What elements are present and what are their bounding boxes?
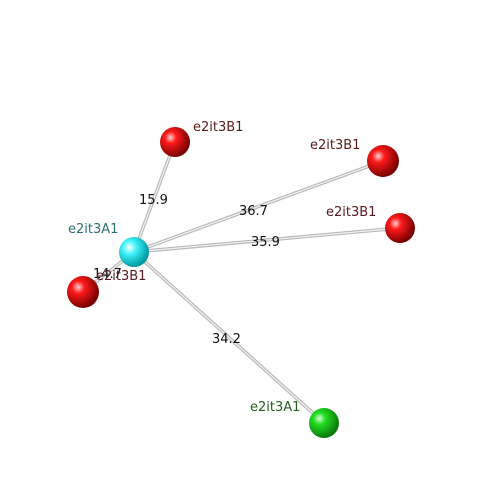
edge-center-to-red-top xyxy=(132,140,177,254)
edge-label-red-top: 15.9 xyxy=(139,193,168,208)
node-label-green-bottom: e2it3A1 xyxy=(250,400,300,415)
node-label-red-left: e2it3B1 xyxy=(96,269,146,284)
edge-center-to-green-bottom xyxy=(132,250,326,425)
node-red-upper-right[interactable] xyxy=(367,145,399,177)
edge-label-red-upper-right: 36.7 xyxy=(239,204,268,219)
edge-shine xyxy=(133,160,384,253)
node-red-right[interactable] xyxy=(385,213,415,243)
node-center[interactable] xyxy=(119,237,149,267)
node-label-red-top: e2it3B1 xyxy=(193,120,243,135)
nodes xyxy=(67,127,415,438)
node-green-bottom[interactable] xyxy=(309,408,339,438)
node-label-center: e2it3A1 xyxy=(68,222,118,237)
node-label-red-upper-right: e2it3B1 xyxy=(310,138,360,153)
edge-center-to-red-right xyxy=(132,226,402,254)
edges xyxy=(81,140,402,425)
node-label-red-right: e2it3B1 xyxy=(326,205,376,220)
edge-labels: 15.9 36.7 35.9 14.7 34.2 xyxy=(93,193,280,347)
edge-label-red-right: 35.9 xyxy=(251,235,280,250)
edge-label-green-bottom: 34.2 xyxy=(212,332,241,347)
edge-center-to-red-upper-right xyxy=(132,159,385,254)
edge-shine xyxy=(133,227,401,253)
edge-label-red-left: 14.7 xyxy=(93,267,122,282)
node-red-left[interactable] xyxy=(67,276,99,308)
edge-shine xyxy=(133,141,176,253)
node-labels: e2it3A1 e2it3B1 e2it3B1 e2it3B1 e2it3B1 … xyxy=(68,120,376,415)
edge-shine xyxy=(133,251,325,424)
node-red-top[interactable] xyxy=(160,127,190,157)
